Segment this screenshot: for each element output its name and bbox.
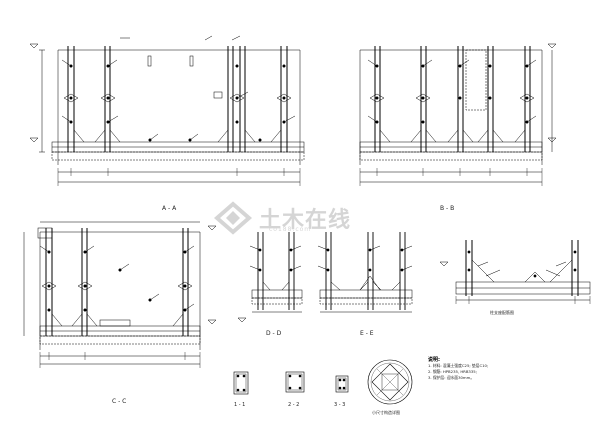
section-label-a-a: A - A — [162, 205, 177, 212]
watermark: 土木在线 co188.com — [213, 198, 413, 238]
section-label-2-2: 2 - 2 — [288, 402, 300, 408]
elevation-c-c — [23, 221, 217, 368]
base-detail — [439, 240, 591, 304]
section-label-e-e: E - E — [360, 330, 374, 337]
watermark-url: co188.com — [269, 226, 312, 233]
corner-detail-title: 小尺寸构造详图 — [372, 410, 400, 415]
base-detail-title: 柱支座配筋图 — [490, 310, 514, 315]
watermark-text: 土木在线 — [259, 208, 352, 233]
section-d-d — [237, 232, 303, 323]
notes-line: 3. 保护层: 迎水面30mm。 — [428, 375, 475, 380]
section-label-b-b: B - B — [440, 205, 455, 212]
section-label-3-3: 3 - 3 — [334, 402, 346, 408]
notes-line: 1. 材料: 混凝土强度C25; 垫层C10; — [428, 363, 489, 368]
corner-detail — [367, 359, 413, 405]
section-e-e — [317, 232, 413, 313]
elevation-a-a — [29, 35, 305, 186]
small-sections — [233, 371, 349, 395]
section-label-d-d: D - D — [266, 330, 282, 337]
elevation-b-b — [359, 43, 557, 186]
general-notes: 说明: 1. 材料: 混凝土强度C25; 垫层C10; 2. 钢筋: HPB23… — [428, 356, 528, 381]
section-label-c-c: C - C — [112, 398, 127, 405]
section-label-1-1: 1 - 1 — [234, 402, 246, 408]
notes-line: 2. 钢筋: HPB235, HRB335; — [428, 369, 477, 374]
notes-title: 说明: — [428, 357, 440, 363]
watermark-logo-icon — [213, 201, 253, 235]
